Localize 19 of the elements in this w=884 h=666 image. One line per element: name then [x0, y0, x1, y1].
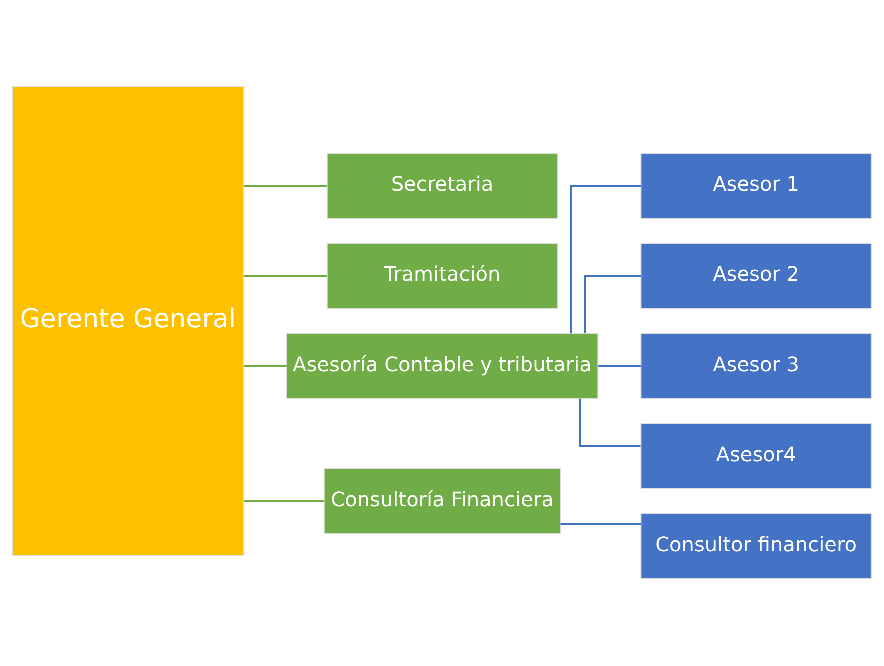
connector: [584, 275, 642, 334]
node-box: Consultor financiero: [640, 513, 872, 580]
connector: [579, 398, 641, 448]
node-box: Asesoría Contable y tributaria: [286, 333, 599, 400]
connector: [570, 185, 642, 334]
connector: [560, 522, 642, 525]
node-box: Asesor4: [640, 423, 872, 490]
node-box: Asesor 3: [640, 333, 872, 400]
node-box: Asesor 2: [640, 243, 872, 310]
node-box: Tramitación: [326, 243, 558, 310]
node-box: Consultoría Financiera: [324, 468, 562, 534]
node-box: Secretaria: [326, 153, 558, 220]
connector: [244, 185, 328, 188]
connector: [244, 365, 287, 368]
connector: [598, 365, 641, 368]
connector: [244, 275, 328, 278]
connector: [244, 500, 324, 502]
node-box: Gerente General: [12, 86, 244, 556]
node-box: Asesor 1: [640, 153, 872, 220]
